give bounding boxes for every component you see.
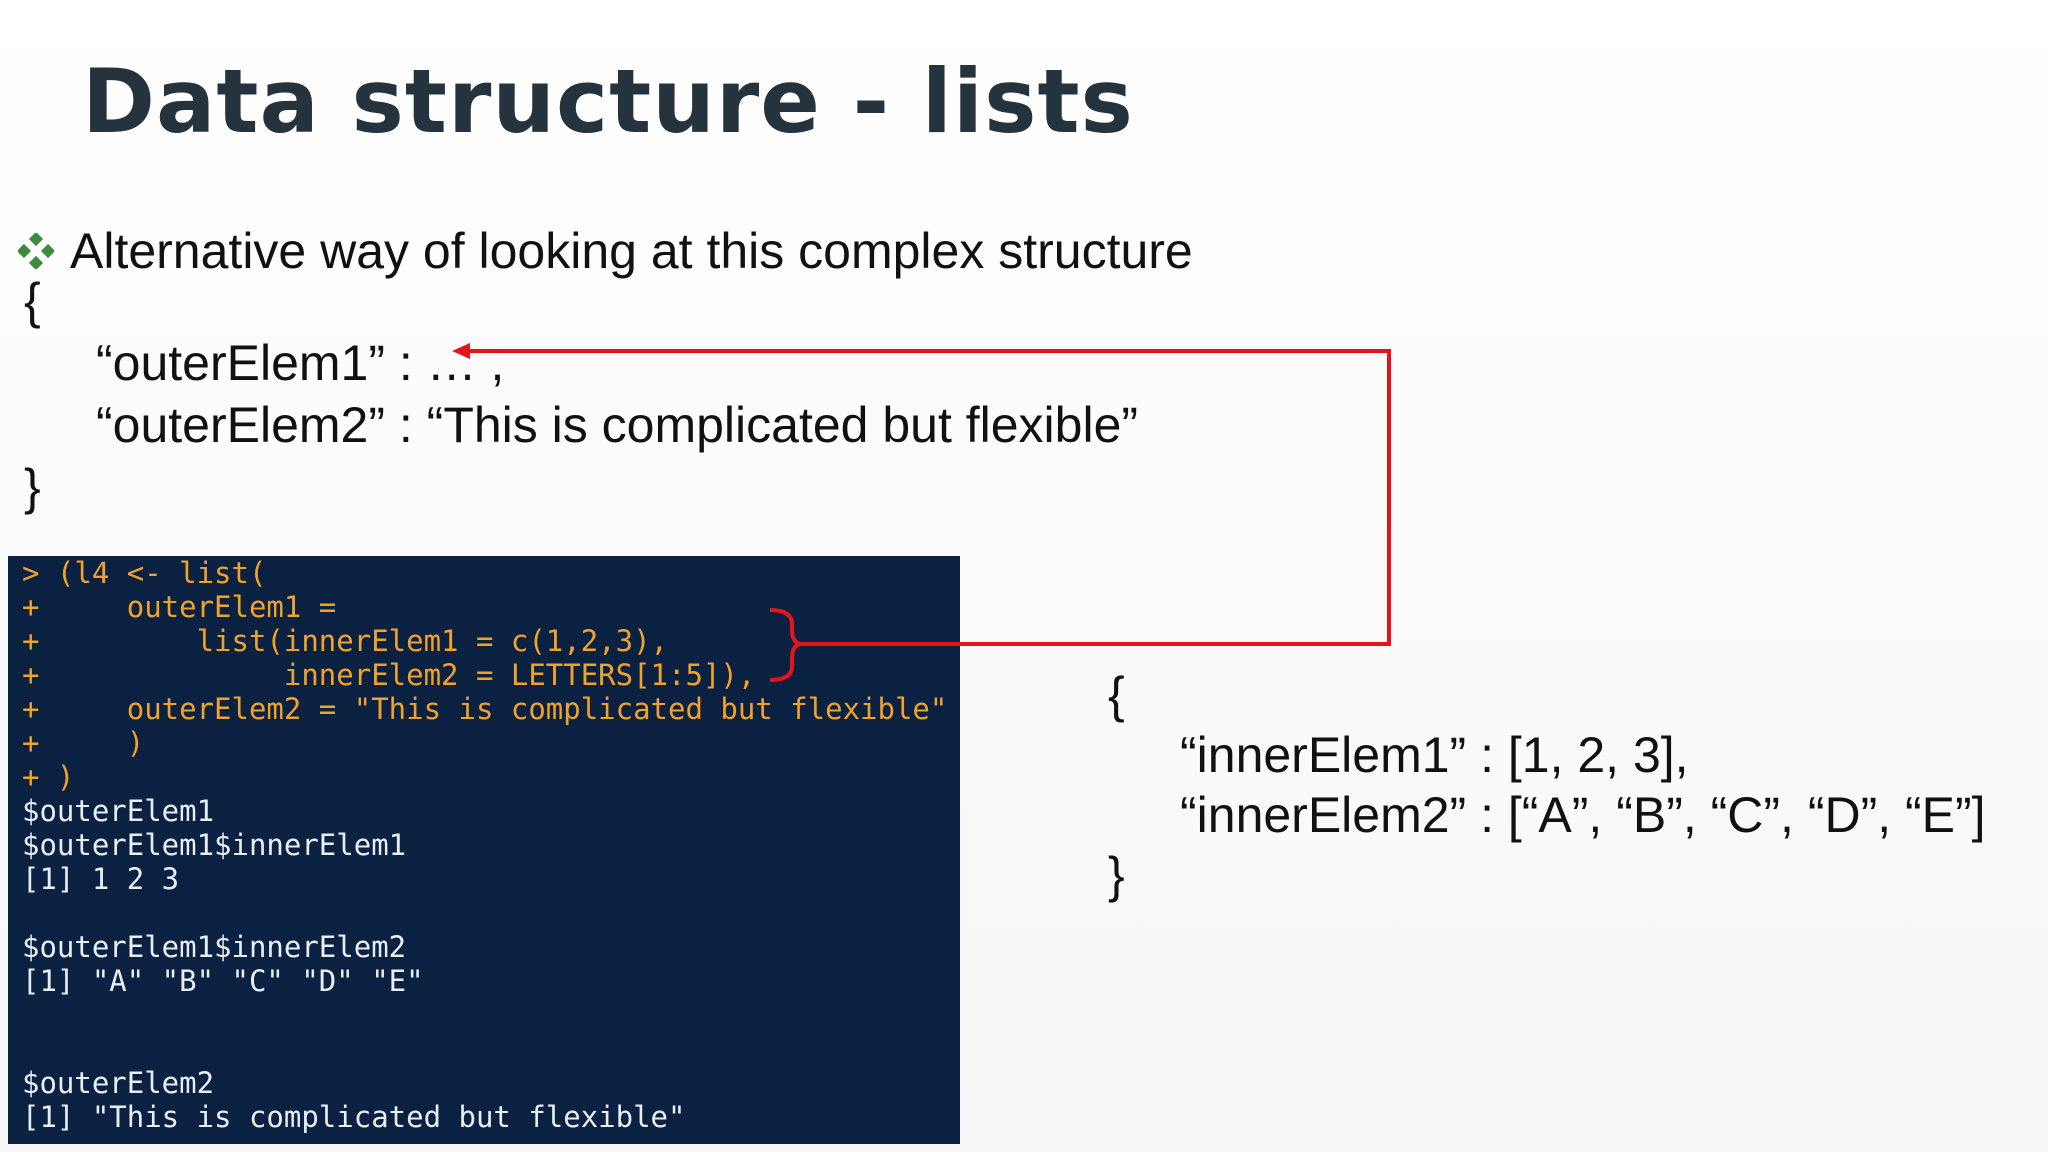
inner-open-brace: { [1108, 667, 1125, 723]
outer-elem2-line: “outerElem2” : “This is complicated but … [96, 397, 1139, 453]
console-line: + innerElem2 = LETTERS[1:5]), [22, 658, 756, 692]
outer-close-brace: } [24, 459, 41, 515]
r-console: > (l4 <- list( + outerElem1 = + list(inn… [8, 556, 960, 1144]
red-curly-bracket [769, 608, 801, 682]
console-line: $outerElem1 [22, 794, 215, 828]
console-line: $outerElem1$innerElem2 [22, 930, 407, 964]
console-line: [1] 1 2 3 [22, 862, 180, 896]
console-line: + outerElem2 = "This is complicated but … [22, 692, 948, 726]
diamond-cluster-icon [18, 233, 54, 269]
outer-open-brace: { [24, 273, 41, 329]
console-line: + list(innerElem1 = c(1,2,3), [22, 624, 669, 658]
console-line: + ) [22, 726, 145, 760]
bullet-item: Alternative way of looking at this compl… [18, 222, 1193, 280]
console-line: $outerElem1$innerElem1 [22, 828, 407, 862]
console-line: > (l4 <- list( [22, 556, 267, 590]
bullet-text: Alternative way of looking at this compl… [70, 223, 1193, 279]
inner-close-brace: } [1108, 847, 1125, 903]
inner-elem2-line: “innerElem2” : [“A”, “B”, “C”, “D”, “E”] [1180, 787, 1986, 843]
inner-elem1-line: “innerElem1” : [1, 2, 3], [1180, 727, 1689, 783]
console-line: [1] "This is complicated but flexible" [22, 1100, 686, 1134]
connector-line [466, 349, 1391, 646]
console-line: $outerElem2 [22, 1066, 215, 1100]
console-line: + ) [22, 760, 75, 794]
arrowhead [452, 343, 470, 359]
slide-title: Data structure - lists [82, 50, 1134, 153]
console-line: [1] "A" "B" "C" "D" "E" [22, 964, 424, 998]
console-line: + outerElem1 = [22, 590, 337, 624]
